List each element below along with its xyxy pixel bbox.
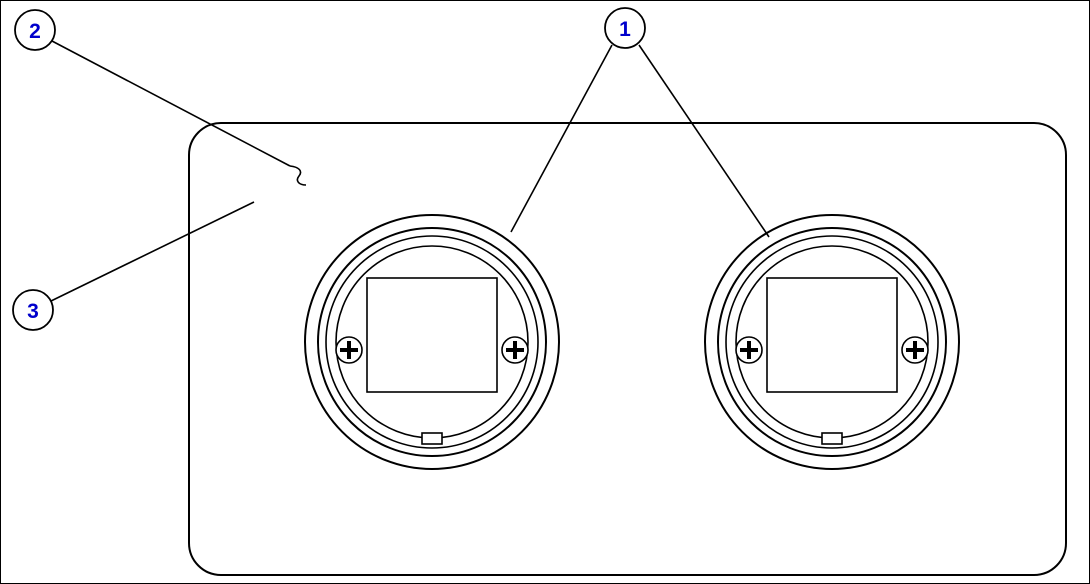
leader-lines bbox=[50, 40, 770, 302]
leader-line-1-left bbox=[510, 44, 613, 233]
round-assembly-right bbox=[704, 214, 960, 470]
callout-3: 3 bbox=[12, 289, 54, 331]
callout-circle bbox=[12, 289, 54, 331]
screw-right bbox=[501, 336, 529, 364]
outer-ring bbox=[704, 214, 960, 470]
leader-line-3 bbox=[50, 201, 255, 302]
callout-number: 1 bbox=[619, 18, 631, 41]
callout-2: 2 bbox=[14, 9, 56, 51]
screw-right bbox=[901, 336, 929, 364]
screw-left bbox=[335, 336, 363, 364]
bezel-ring bbox=[717, 227, 947, 457]
callout-circle bbox=[14, 9, 56, 51]
window-square bbox=[366, 277, 498, 393]
bottom-tab bbox=[821, 432, 843, 445]
leader-line-2 bbox=[51, 40, 291, 167]
bottom-tab bbox=[421, 432, 443, 445]
retainer-ring bbox=[725, 235, 939, 449]
leader-line-1-right bbox=[638, 44, 770, 238]
retainer-ring bbox=[325, 235, 539, 449]
callout-circle bbox=[604, 7, 646, 49]
window-square bbox=[766, 277, 898, 393]
screw-left bbox=[735, 336, 763, 364]
callout-number: 3 bbox=[27, 300, 39, 323]
bezel-ring bbox=[317, 227, 547, 457]
outer-ring bbox=[304, 214, 560, 470]
panel-outline bbox=[188, 122, 1067, 576]
round-assembly-left bbox=[304, 214, 560, 470]
callout-number: 2 bbox=[29, 20, 41, 43]
callout-1: 1 bbox=[604, 7, 646, 49]
leader-squiggle-2 bbox=[289, 165, 307, 186]
